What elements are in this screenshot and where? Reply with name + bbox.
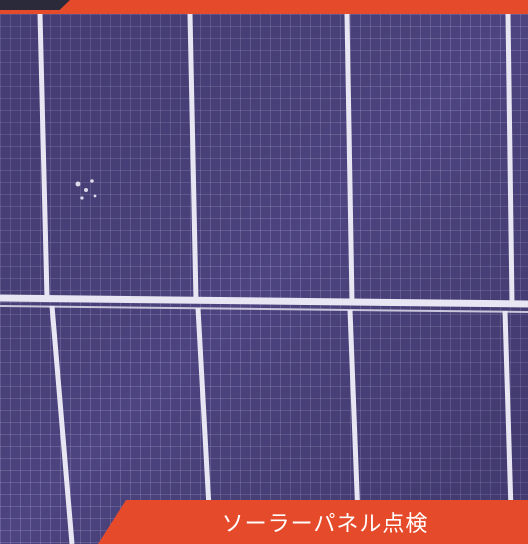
panel-frame-horizontal	[0, 294, 528, 313]
caption-ribbon	[98, 500, 528, 544]
panel-frame-vertical-upper	[37, 14, 515, 304]
solar-panel-photo	[0, 14, 528, 544]
top-corner-dark	[0, 0, 70, 10]
top-accent-bar	[0, 0, 528, 14]
caption-label: ソーラーパネル点検	[221, 512, 429, 537]
damage-spot	[75, 179, 97, 200]
